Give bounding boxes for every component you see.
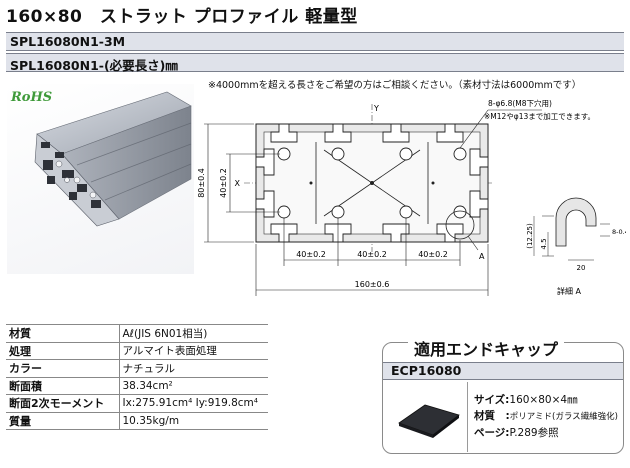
end-cap-material-value: ポリアミド(ガラス繊維強化) (509, 412, 618, 422)
hole-note: 8-φ6.8(M8下穴用) (488, 98, 552, 108)
end-cap-page-label: ページ: (474, 427, 510, 439)
end-cap-size-label: サイズ: (474, 394, 510, 406)
spec-label: カラー (6, 359, 120, 378)
spec-value: Ix:275.91cm⁴ Iy:919.8cm⁴ (119, 394, 268, 413)
machining-note: ※M12やφ13まで加工できます。 (484, 111, 595, 121)
detail-dim-3: (12.25) (526, 223, 534, 249)
spec-value: アルマイト表面処理 (119, 341, 268, 360)
end-cap-panel (382, 342, 624, 454)
detail-a-circle (445, 210, 475, 240)
part-number-custom-length: SPL16080N1-(必要長さ)㎜ (6, 53, 624, 73)
end-cap-code: ECP16080 (383, 362, 623, 380)
detail-label: 詳細 A (557, 286, 582, 296)
dim-width: 160±0.6 (355, 280, 390, 289)
detail-dim-2: 4.5 (540, 238, 548, 249)
spec-label: 断面積 (6, 376, 120, 395)
spec-label: 処理 (6, 341, 120, 360)
spec-label: 質量 (6, 411, 120, 430)
dim-pitch-1: 40±0.2 (296, 250, 326, 259)
part-number-fixed-length: SPL16080N1-3M (6, 32, 624, 51)
axis-y-label: Y (373, 104, 379, 113)
end-cap-divider (467, 382, 468, 452)
end-cap-material-label: 材質 : (474, 410, 510, 422)
dim-pitch-2: 40±0.2 (357, 250, 387, 259)
end-cap-specs: サイズ:160×80×4㎜ 材質 :ポリアミド(ガラス繊維強化) ページ:P.2… (474, 392, 618, 441)
rohs-badge: RoHS (11, 90, 53, 105)
detail-a-view: (12.25) 4.5 8-0.4 20 詳細 A (526, 197, 626, 296)
dim-inner-height: 40±0.2 (219, 168, 228, 198)
spec-row: カラーナチュラル (6, 359, 268, 378)
dimension-lines (204, 123, 489, 296)
spec-value: 38.34cm² (119, 376, 268, 395)
spec-value: 10.35kg/m (119, 411, 268, 430)
detail-marker: A (479, 252, 485, 261)
product-photo: RoHS (7, 84, 194, 274)
dim-pitch-3: 40±0.2 (418, 250, 448, 259)
spec-value: Aℓ(JIS 6N01相当) (119, 324, 268, 343)
page-title: 160×80 ストラット プロファイル 軽量型 (6, 7, 358, 27)
spec-row: 処理アルマイト表面処理 (6, 341, 268, 360)
dim-height: 80±0.4 (197, 168, 206, 198)
spec-value: ナチュラル (119, 359, 268, 378)
axis-x-label: X (235, 179, 241, 188)
end-cap-title: 適用エンドキャップ (408, 336, 565, 360)
leader-lines (459, 109, 542, 149)
end-cap-size-value: 160×80×4㎜ (509, 394, 578, 406)
spec-label: 断面2次モーメント (6, 394, 120, 413)
end-cap-image (398, 404, 460, 438)
profile-extrusion-image (34, 91, 192, 227)
cross-section-drawing: Y X (197, 98, 626, 296)
detail-dim-1: 8-0.4 (612, 228, 626, 236)
detail-dim-4: 20 (577, 264, 586, 272)
spec-label: 材質 (6, 324, 120, 343)
length-note: ※4000mmを超える長さをご希望の方はご相談ください。（素材寸法は6000mm… (208, 80, 582, 91)
end-cap-page-value: P.289参照 (509, 427, 559, 439)
profile-outline (255, 123, 489, 243)
